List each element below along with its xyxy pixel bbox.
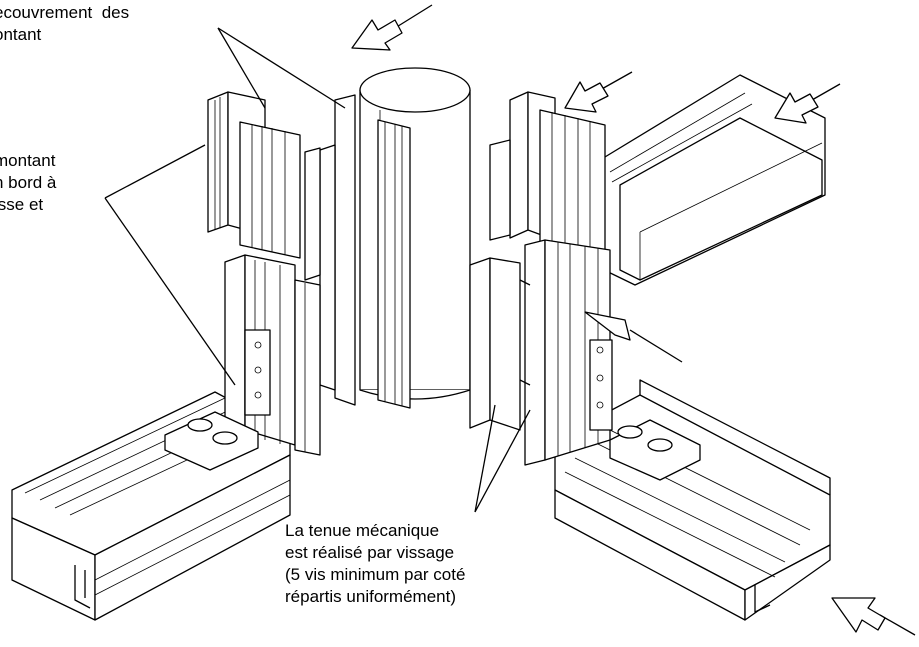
annotation-fixing-line-4: répartis uniformément) bbox=[285, 587, 457, 606]
arrow-top-center bbox=[351, 4, 433, 51]
annotation-mullion-line-2: n bord à bbox=[0, 173, 57, 192]
arrow-right-beam bbox=[774, 83, 841, 124]
annotation-overlap-label: ecouvrement des ontant bbox=[0, 2, 129, 46]
arrow-bottom-right bbox=[831, 597, 916, 636]
annotation-fixing-line-3: (5 vis minimum par coté bbox=[285, 565, 466, 584]
leader-lines bbox=[104, 27, 531, 513]
annotation-overlap-line-2: ontant bbox=[0, 25, 42, 44]
lower-right-mullion bbox=[469, 239, 613, 466]
annotation-fixing-label: La tenue mécanique est réalisé par vissa… bbox=[285, 520, 465, 608]
left-connector-bracket bbox=[164, 411, 259, 471]
right-upper-beam bbox=[599, 74, 826, 286]
central-front-mullion bbox=[319, 94, 411, 409]
right-connector-bracket bbox=[609, 419, 701, 481]
annotation-overlap-line-1: ecouvrement des bbox=[0, 3, 130, 22]
annotation-mullion-label: montant n bord à isse et bbox=[0, 150, 56, 216]
arrow-mid-right bbox=[584, 311, 683, 363]
upper-left-mullion bbox=[207, 91, 321, 281]
lower-left-mullion bbox=[224, 254, 321, 456]
central-column bbox=[359, 67, 471, 400]
arrow-upper-right-mullion bbox=[564, 71, 633, 113]
annotation-mullion-line-1: montant bbox=[0, 151, 56, 170]
annotation-fixing-line-2: est réalisé par vissage bbox=[285, 543, 455, 562]
annotation-fixing-line-1: La tenue mécanique bbox=[285, 521, 440, 540]
direction-arrows bbox=[351, 4, 916, 636]
annotation-mullion-line-3: isse et bbox=[0, 195, 44, 214]
upper-right-mullion bbox=[489, 91, 606, 256]
